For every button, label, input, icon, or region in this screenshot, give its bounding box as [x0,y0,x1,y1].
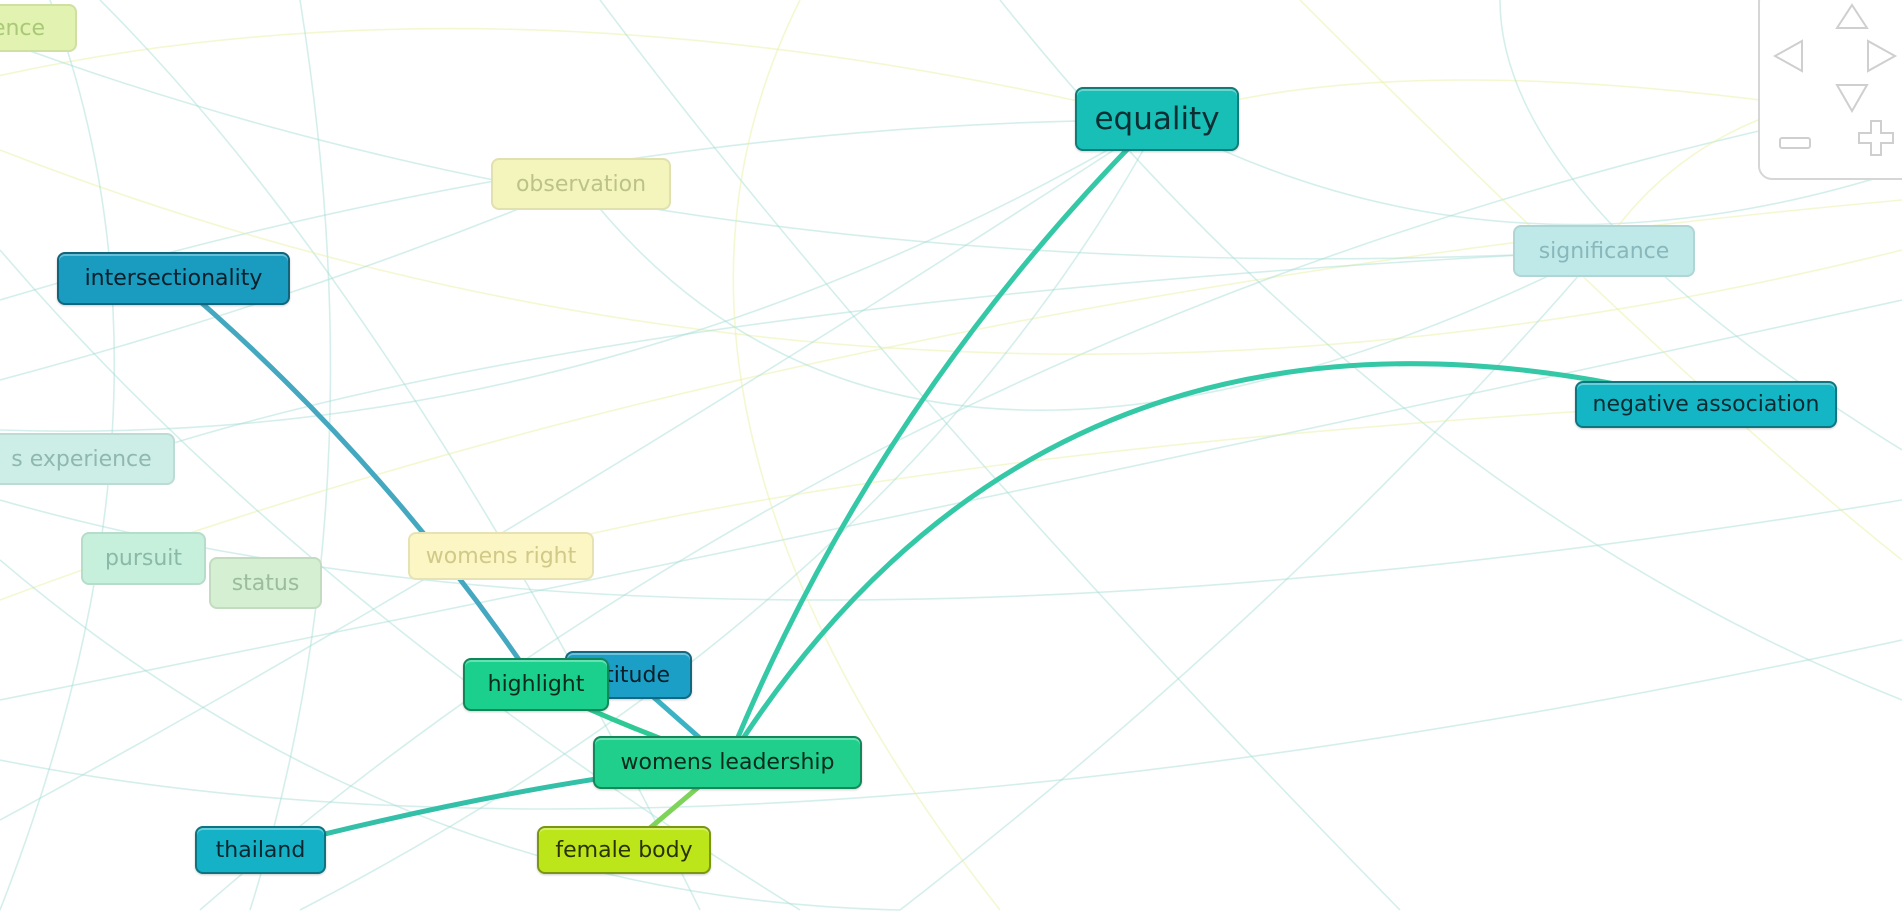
faint-link [732,0,1001,911]
node-label-text: pursuit [104,546,183,571]
triangle-right-icon [1867,39,1898,73]
triangle-up-icon [1835,3,1869,29]
strong-links-layer [171,116,1709,853]
pan-up-button[interactable] [1834,2,1870,32]
pan-left-button[interactable] [1772,38,1806,74]
zoom-out-button[interactable] [1778,132,1812,154]
faint-link [119,250,1601,461]
faint-link [0,299,1902,701]
plus-icon [1858,120,1894,156]
faint-link [499,403,1701,557]
faint-link [899,250,1601,911]
node-ence[interactable]: ence [0,4,77,52]
faint-link [1299,0,1902,561]
node-negative-association[interactable]: negative association [1575,381,1837,428]
pan-right-button[interactable] [1864,38,1898,74]
faint-link [0,39,1601,260]
faint-link [249,0,332,911]
node-womens-right[interactable]: womens right [408,532,594,580]
node-observation[interactable]: observation [491,158,671,210]
node-label-text: thailand [215,837,306,863]
faint-link [0,499,1902,601]
node-womens-leadership[interactable]: womens leadership [593,736,862,789]
faint-link [0,0,116,911]
node-label-text: womens right [425,543,577,569]
node-label-text: status [231,570,300,596]
node-experience[interactable]: s experience [0,433,175,485]
faint-link [0,119,1161,432]
link-negative-association-womens-leadership [725,361,1709,765]
triangle-left-icon [1772,39,1803,73]
node-highlight[interactable]: highlight [463,658,609,711]
node-significance[interactable]: significance [1513,225,1695,277]
pan-down-button[interactable] [1834,82,1870,114]
faint-link [0,149,1902,355]
node-label-text: highlight [487,672,585,697]
faint-link [199,99,1902,911]
faint-link [1499,0,1902,451]
node-label-text: negative association [1592,392,1820,417]
node-label-text: womens leadership [620,750,835,775]
faint-link [579,183,1601,412]
faint-link [1159,119,1902,226]
faint-link [0,559,901,911]
node-pursuit[interactable]: pursuit [81,532,206,585]
faint-link [299,119,1161,911]
triangle-down-icon [1835,84,1869,114]
link-equality-womens-leadership [725,116,1160,765]
zoom-in-button[interactable] [1856,118,1896,158]
node-label-text: s experience [11,446,152,472]
node-label-text: ence [0,15,46,41]
node-label-text: observation [515,171,647,197]
navigation-panel [1758,0,1902,180]
node-intersectionality[interactable]: intersectionality [57,252,290,305]
link-intersectionality-highlight [171,276,539,687]
node-label-text: significance [1538,238,1670,264]
faint-link [599,0,1401,911]
node-status[interactable]: status [209,557,322,609]
node-label-text: female body [555,837,693,863]
node-label-text: intersectionality [84,266,263,291]
faint-link [0,183,581,381]
node-thailand[interactable]: thailand [195,826,326,874]
faint-link [0,27,1161,121]
minus-icon [1779,137,1811,149]
faint-link [0,119,1161,821]
node-female-body[interactable]: female body [537,826,711,874]
faint-link [0,639,1902,810]
node-label-text: equality [1094,101,1220,137]
node-equality[interactable]: equality [1075,87,1239,151]
